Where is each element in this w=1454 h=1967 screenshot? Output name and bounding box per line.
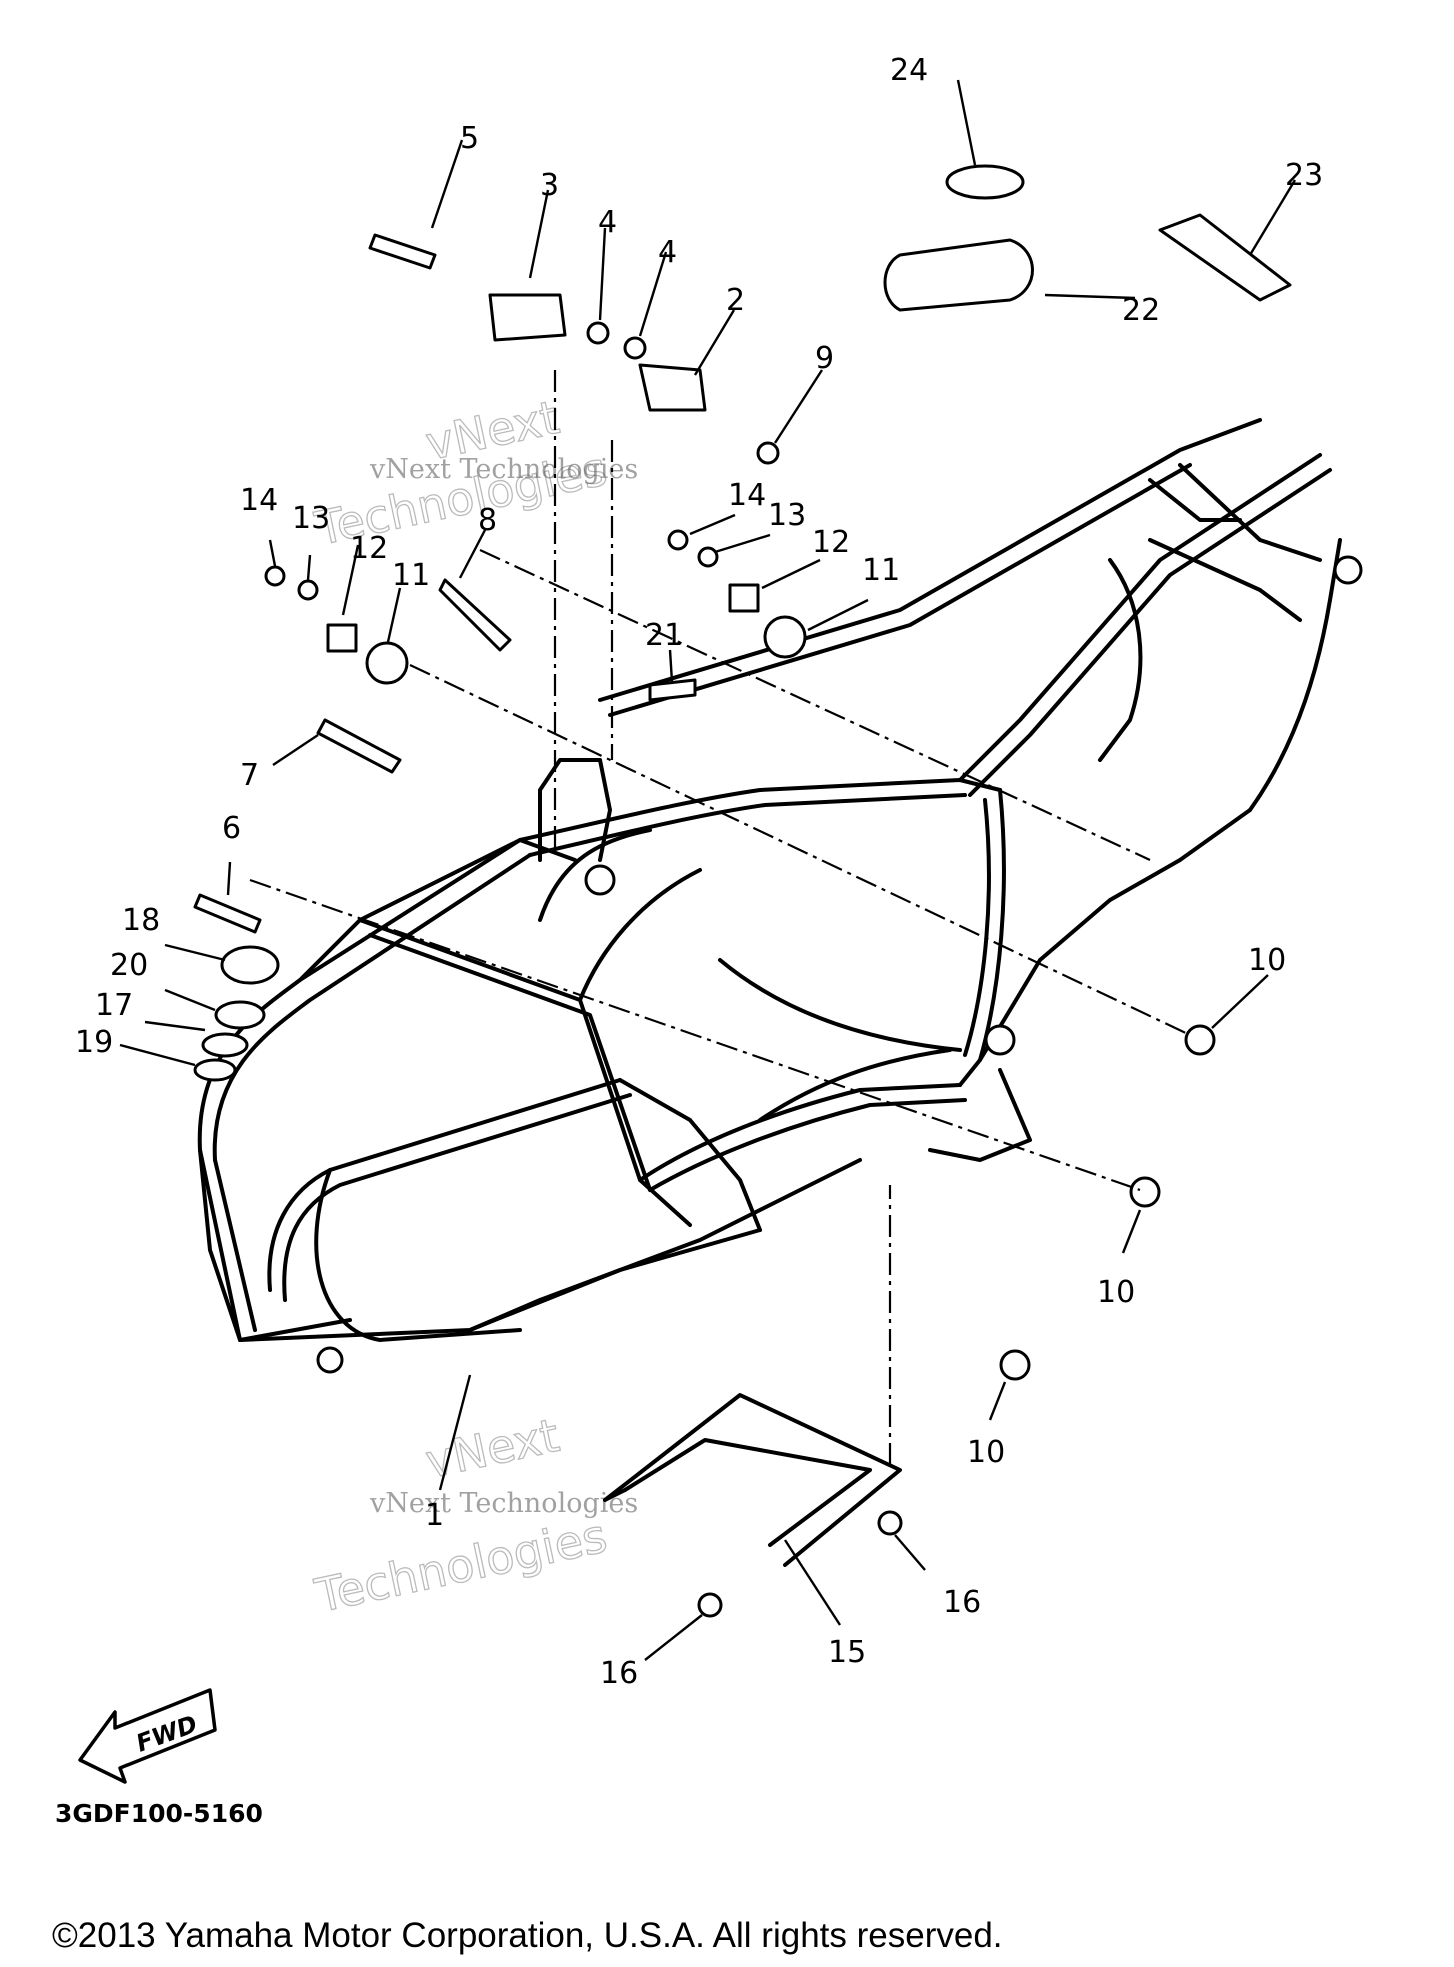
- rear-mount-eye: [1333, 555, 1363, 585]
- callout-23: 23: [1285, 158, 1323, 193]
- watermark-text: vNext Technologies: [369, 1488, 638, 1519]
- bolt-part: [697, 1592, 723, 1618]
- washer-part: [297, 579, 319, 601]
- pad-part: [883, 238, 1034, 312]
- nut-part: [623, 336, 647, 360]
- callout-7: 7: [240, 758, 259, 793]
- watermark-bottom: vNext Technologies vNext Technologies: [309, 1407, 638, 1623]
- callout-9: 9: [815, 341, 834, 376]
- callout-6: 6: [222, 811, 241, 846]
- callout-11: 11: [392, 558, 430, 593]
- callout-10: 10: [1248, 943, 1286, 978]
- watermark-technologies: Technologies: [310, 1509, 611, 1623]
- bolt-part: [316, 718, 402, 774]
- nut-part: [586, 321, 610, 345]
- hardware-parts: [193, 164, 1292, 1618]
- nut-part: [1129, 1176, 1161, 1208]
- callout-15: 15: [828, 1635, 866, 1670]
- engine-mount-eye: [984, 1024, 1016, 1056]
- bracket-part: [488, 293, 567, 342]
- callout-24: 24: [890, 53, 928, 88]
- damper-part: [220, 945, 280, 985]
- front-mount-eye: [316, 1346, 344, 1374]
- collar-part: [326, 623, 358, 653]
- callout-11: 11: [862, 553, 900, 588]
- callout-16: 16: [943, 1585, 981, 1620]
- callout-13: 13: [292, 501, 330, 536]
- bolt-head-part: [264, 565, 286, 587]
- callout-4: 4: [658, 235, 677, 270]
- strap-part: [1158, 213, 1292, 302]
- bolt-part: [438, 578, 512, 652]
- bushing-part: [214, 1000, 266, 1030]
- watermark-text: vNext Technologies: [369, 454, 638, 485]
- oring-part: [945, 164, 1025, 200]
- bushing-part: [365, 641, 409, 685]
- copyright-notice: ©2013 Yamaha Motor Corporation, U.S.A. A…: [52, 1916, 1003, 1955]
- callout-1: 1: [425, 1498, 444, 1533]
- bushing-part: [763, 615, 807, 659]
- bolt-part: [193, 893, 262, 934]
- callout-17: 17: [95, 988, 133, 1023]
- washer-part: [201, 1032, 249, 1058]
- callout-16: 16: [600, 1656, 638, 1691]
- plate-part: [648, 678, 697, 702]
- nut-part: [1184, 1024, 1216, 1056]
- callout-4: 4: [598, 205, 617, 240]
- part-callouts: 24 23 22 5 3 4 4 2 9 14 13 12 11 8 14 13…: [75, 53, 1323, 1691]
- callout-2: 2: [726, 283, 745, 318]
- callout-19: 19: [75, 1025, 113, 1060]
- nut-part: [756, 441, 780, 465]
- leader-lines: [119, 79, 1297, 1661]
- bolt-part: [368, 233, 437, 270]
- callout-14: 14: [728, 478, 766, 513]
- callout-12: 12: [350, 531, 388, 566]
- bolt-part: [877, 1510, 903, 1536]
- washer-part: [697, 546, 719, 568]
- callout-3: 3: [540, 168, 559, 203]
- callout-21: 21: [645, 618, 683, 653]
- callout-14: 14: [240, 483, 278, 518]
- callout-12: 12: [812, 525, 850, 560]
- bolt-head-part: [667, 529, 689, 551]
- diagram-code: 3GDF100-5160: [55, 1799, 263, 1828]
- callout-5: 5: [460, 121, 479, 156]
- skid-plate: [603, 1393, 902, 1567]
- callout-10: 10: [1097, 1275, 1135, 1310]
- callout-22: 22: [1122, 293, 1160, 328]
- fwd-arrow-icon: FWD: [78, 1688, 217, 1784]
- bracket-part: [638, 363, 707, 412]
- callout-20: 20: [110, 948, 148, 983]
- nut-part: [999, 1349, 1031, 1381]
- engine-mount-eye: [584, 864, 616, 896]
- collar-part: [728, 583, 760, 613]
- callout-8: 8: [478, 503, 497, 538]
- callout-18: 18: [122, 903, 160, 938]
- collar-part: [193, 1058, 237, 1082]
- callout-10: 10: [967, 1435, 1005, 1470]
- callout-13: 13: [768, 498, 806, 533]
